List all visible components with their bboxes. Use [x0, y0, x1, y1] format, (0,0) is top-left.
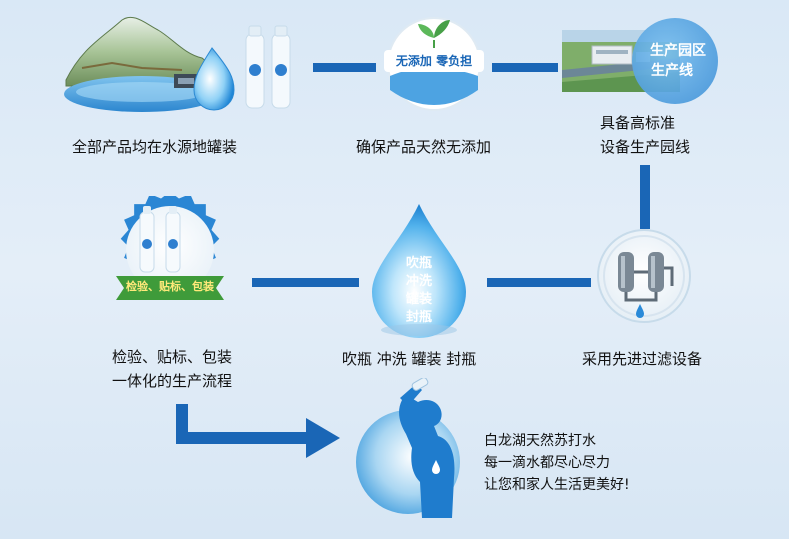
- bottling-water-drop: [366, 200, 472, 340]
- inspection-seal-badge: 检验、贴标、包装: [110, 191, 230, 308]
- inspection-ribbon-text: 检验、贴标、包装: [126, 280, 214, 293]
- connector-park-to-filter: [640, 165, 650, 229]
- caption-bottling: 吹瓶 冲洗 罐装 封瓶: [342, 350, 477, 368]
- slogan-line1: 白龙湖天然苏打水: [484, 433, 596, 449]
- caption-industrial-park-line1: 具备高标准: [600, 114, 676, 132]
- industrial-park-badge-line1: 生产园区: [650, 43, 706, 59]
- drinking-person-illustration: [356, 377, 476, 528]
- connector-filter-to-bottling: [487, 278, 591, 287]
- caption-filtration: 采用先进过滤设备: [582, 350, 703, 368]
- connector-additive-to-park: [492, 63, 558, 72]
- bottling-drop-text-3: 罐装: [406, 292, 433, 307]
- industrial-park-badge-line2: 生产线: [651, 63, 693, 79]
- connector-inspection-right: [176, 432, 310, 444]
- bottling-drop-text-4: 封瓶: [406, 310, 433, 325]
- connector-bottling-to-inspection: [252, 278, 359, 287]
- caption-no-additive: 确保产品天然无添加: [356, 138, 492, 156]
- slogan-line3: 让您和家人生活更美好!: [484, 477, 630, 493]
- no-additive-badge: 无添加 零负担: [378, 10, 490, 114]
- connector-source-to-additive: [313, 63, 376, 72]
- arrow-right-icon: [306, 418, 340, 458]
- caption-water-source: 全部产品均在水源地罐装: [72, 138, 238, 156]
- no-additive-badge-text: 无添加 零负担: [395, 54, 473, 68]
- caption-industrial-park-line2: 设备生产园线: [600, 138, 691, 156]
- slogan-line2: 每一滴水都尽心尽力: [484, 455, 610, 471]
- filtration-equipment-icon: [596, 228, 692, 324]
- bottling-drop-text-1: 吹瓶: [406, 256, 433, 271]
- caption-inspection-line1: 检验、贴标、包装: [112, 348, 233, 366]
- water-source-illustration: [62, 8, 314, 120]
- caption-inspection-line2: 一体化的生产流程: [112, 372, 233, 390]
- industrial-park-badge: [632, 18, 718, 104]
- bottling-drop-text-2: 冲洗: [406, 274, 433, 289]
